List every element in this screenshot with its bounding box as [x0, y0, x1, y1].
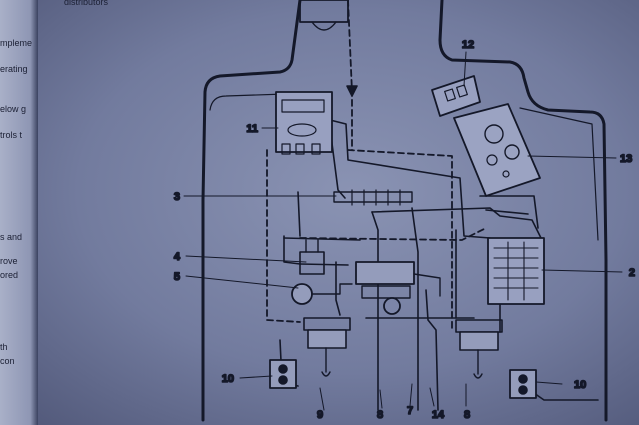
top-component [299, 0, 349, 23]
switch-panel [431, 75, 481, 117]
right-socket [509, 369, 537, 399]
callout-7: 7 [407, 405, 413, 417]
solid-circuits [279, 119, 599, 411]
dashed-circuits [266, 0, 487, 331]
callout-13: 13 [620, 153, 632, 165]
page-text-fragment: mpleme [0, 38, 33, 48]
callout-3: 3 [174, 191, 180, 203]
control-module [275, 91, 333, 155]
right-actuator [455, 319, 503, 379]
left-socket [269, 359, 297, 389]
callout-11: 11 [246, 123, 258, 135]
callout-14: 14 [432, 409, 445, 421]
callout-4: 4 [174, 251, 181, 263]
page-text-fragment: rove [0, 256, 18, 266]
callout-8: 8 [377, 409, 383, 421]
callout-9: 9 [317, 409, 323, 421]
callout-5: 5 [174, 271, 180, 283]
page-text-fragment: th [0, 342, 8, 352]
page-text-fragment: con [0, 356, 15, 366]
arrow-down [346, 85, 358, 97]
facing-page: mpleme erating elow g trols t s and rove… [0, 0, 38, 425]
cab-inner-line [209, 93, 599, 241]
top-component-base [311, 21, 337, 31]
page-text-fragment: erating [0, 64, 28, 74]
instrument-panel [453, 103, 541, 197]
callout-10-right: 10 [574, 379, 586, 391]
cab-outline [201, 0, 608, 422]
callout-8b: 8 [464, 409, 470, 421]
leader-lines [183, 51, 623, 411]
page-text-fragment: trols t [0, 130, 23, 140]
callout-2: 2 [629, 267, 635, 279]
header-text-fragment: distributors [64, 0, 109, 7]
callout-10-left: 10 [222, 373, 234, 385]
hydraulic-block [355, 261, 441, 315]
valve-assembly [291, 239, 353, 305]
page-text-fragment: ored [0, 270, 19, 280]
fuse-box [487, 237, 545, 305]
page-text-fragment: elow g [0, 104, 27, 114]
connector-strip [333, 189, 413, 206]
left-actuator [303, 317, 351, 377]
page-text-fragment: s and [0, 232, 23, 242]
callout-12: 12 [462, 39, 474, 51]
